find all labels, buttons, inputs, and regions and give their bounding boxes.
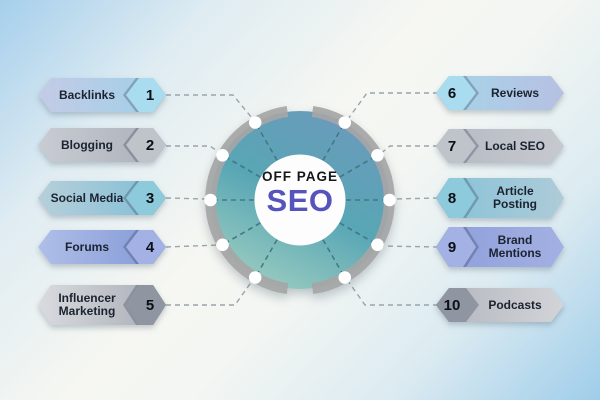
- wheel-spokes: [216, 126, 384, 274]
- node-dot: [338, 116, 352, 129]
- item-9-brand-mentions: 9 Brand Mentions: [436, 227, 564, 267]
- item-label: Forums: [64, 240, 109, 254]
- item-10-podcasts: 10 Podcasts: [436, 288, 564, 322]
- connector-local-seo: [379, 145, 438, 155]
- wheel-title-main: SEO: [266, 183, 334, 218]
- item-label: Podcasts: [488, 298, 542, 312]
- node-dot: [204, 193, 217, 207]
- item-8-article-posting: 8 Article Posting: [436, 178, 564, 218]
- connector-social-media: [165, 197, 208, 200]
- item-label: Blogging: [61, 138, 113, 152]
- wheel-title-top: OFF PAGE: [261, 169, 338, 184]
- connector-blogging: [166, 145, 221, 154]
- item-label: Article Posting: [493, 183, 537, 211]
- item-label: Reviews: [490, 86, 540, 100]
- item-5-influencer-marketing: 5 Influencer Marketing: [38, 285, 166, 325]
- item-label: Social Media: [50, 191, 124, 205]
- item-number-badge: 5: [126, 285, 166, 325]
- item-1-backlinks: 1 Backlinks: [38, 78, 166, 112]
- node-dot: [216, 149, 229, 162]
- item-number-badge: 10: [436, 288, 476, 322]
- item-number-badge: 4: [126, 230, 166, 264]
- connector-brand-mentions: [380, 245, 439, 248]
- item-3-social-media: 3 Social Media: [38, 181, 166, 215]
- connector-reviews: [347, 92, 438, 120]
- item-number-badge: 9: [436, 227, 476, 267]
- item-4-forums: 4 Forums: [38, 230, 166, 264]
- wheel-title: OFF PAGE SEO: [252, 169, 348, 216]
- node-dot: [371, 149, 384, 162]
- wheel-node-dots: [204, 116, 396, 284]
- connector-podcasts: [347, 280, 438, 306]
- wheel-center-circle: [254, 154, 346, 246]
- item-number-badge: 6: [436, 76, 476, 110]
- node-dot: [371, 238, 384, 252]
- node-dot: [383, 193, 396, 207]
- item-6-reviews: 6 Reviews: [436, 76, 564, 110]
- item-label: Backlinks: [58, 88, 116, 102]
- item-label: Local SEO: [484, 139, 546, 153]
- connector-influencer-marketing: [166, 280, 253, 306]
- item-2-blogging: 2 Blogging: [38, 128, 166, 162]
- item-number-badge: 2: [126, 128, 166, 162]
- node-dot: [248, 116, 262, 129]
- item-number-badge: 1: [126, 78, 166, 112]
- item-label: Influencer Marketing: [58, 290, 116, 318]
- item-number-badge: 8: [436, 178, 476, 218]
- connector-lines: [165, 92, 439, 306]
- item-label: Brand Mentions: [488, 232, 542, 260]
- node-dot: [248, 271, 262, 284]
- connector-backlinks: [166, 94, 253, 119]
- connector-forums: [165, 244, 220, 248]
- item-number-badge: 3: [126, 181, 166, 215]
- node-dot: [338, 271, 352, 284]
- connector-article-posting: [391, 197, 439, 200]
- item-7-local-seo: 7 Local SEO: [436, 129, 564, 163]
- item-number-badge: 7: [436, 129, 476, 163]
- node-dot: [216, 238, 229, 252]
